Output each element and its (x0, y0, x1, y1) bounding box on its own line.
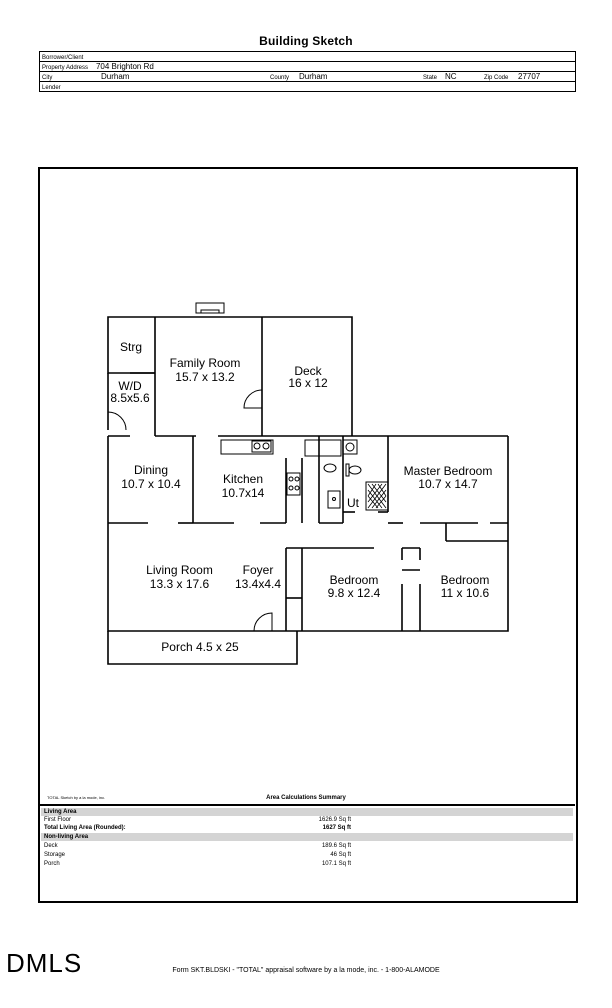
room-master-dim: 10.7 x 14.7 (418, 477, 478, 491)
room-kitchen-dim: 10.7x14 (221, 486, 265, 500)
city-label: City (42, 75, 53, 81)
first-floor-row: First Floor 1626.9 Sq ft (44, 817, 351, 823)
deck-row: Deck 189.6 Sq ft (44, 843, 351, 849)
city-value: Durham (101, 72, 130, 81)
zip-label: Zip Code (484, 75, 509, 81)
toilet-icon-2 (348, 465, 362, 475)
header-table: Borrower/Client Property Address 704 Bri… (39, 51, 576, 92)
room-foyer-dim: 13.4x4.4 (234, 577, 282, 591)
zip-value: 27707 (518, 72, 541, 81)
state-value: NC (445, 72, 457, 81)
room-master-name: Master Bedroom (403, 464, 493, 478)
summary-divider (39, 804, 575, 806)
page-title: Building Sketch (259, 34, 353, 48)
kitchen-counter (220, 439, 274, 455)
total-living-row: Total Living Area (Rounded): 1627 Sq ft (44, 825, 351, 831)
room-dining-dim: 10.7 x 10.4 (121, 477, 181, 491)
state-label: State (423, 75, 438, 81)
front-door-icon (253, 612, 273, 632)
bathtub-icon (304, 439, 342, 457)
room-strg: Strg (119, 340, 142, 354)
room-family-name: Family Room (169, 356, 241, 370)
address-value: 704 Brighton Rd (95, 62, 154, 71)
stove-icon (286, 472, 301, 496)
footer-text: Form SKT.BLDSKI - "TOTAL" appraisal soft… (172, 967, 440, 974)
lender-label: Lender (42, 85, 61, 91)
room-wd-name: W/D (118, 379, 142, 393)
summary-title: Area Calculations Summary (266, 795, 346, 801)
room-bed2-dim: 11 x 10.6 (440, 586, 490, 600)
sink-icon (251, 440, 272, 453)
county-label: County (270, 75, 290, 81)
bath-sink-icon (342, 439, 358, 455)
room-dining-name: Dining (133, 463, 169, 477)
dmls-logo: DMLS (6, 948, 83, 978)
porch-row: Porch 107.1 Sq ft (44, 861, 351, 867)
toilet-icon (323, 463, 337, 473)
room-bed2-name: Bedroom (440, 573, 490, 587)
wd-door-icon (107, 411, 127, 431)
family-door-icon (243, 389, 263, 409)
borrower-label: Borrower/Client (42, 55, 84, 61)
storage-row: Storage 46 Sq ft (44, 852, 351, 858)
nonliving-area-header: Non-living Area (41, 833, 573, 841)
address-label: Property Address (42, 65, 89, 71)
water-heater-icon (327, 490, 341, 509)
hvac-icon (365, 481, 389, 511)
room-foyer-name: Foyer (242, 563, 274, 577)
sketch-frame (38, 167, 578, 903)
room-wd-dim: 8.5x5.6 (110, 391, 150, 405)
sketch-credit: TOTAL Sketch by a la mode, inc. (47, 795, 106, 800)
room-kitchen-name: Kitchen (222, 472, 264, 486)
room-family-dim: 15.7 x 13.2 (175, 370, 235, 384)
room-deck-dim: 16 x 12 (288, 376, 328, 390)
room-ut: Ut (347, 496, 359, 510)
fireplace-icon (195, 302, 225, 314)
room-living-name: Living Room (146, 563, 213, 577)
room-bed1-name: Bedroom (329, 573, 379, 587)
living-area-header: Living Area (41, 808, 573, 816)
room-porch: Porch 4.5 x 25 (161, 640, 239, 654)
room-deck-name: Deck (294, 364, 322, 378)
room-bed1-dim: 9.8 x 12.4 (327, 586, 381, 600)
lender-row: Lender (39, 81, 576, 92)
room-living-dim: 13.3 x 17.6 (149, 577, 210, 591)
county-value: Durham (299, 72, 328, 81)
